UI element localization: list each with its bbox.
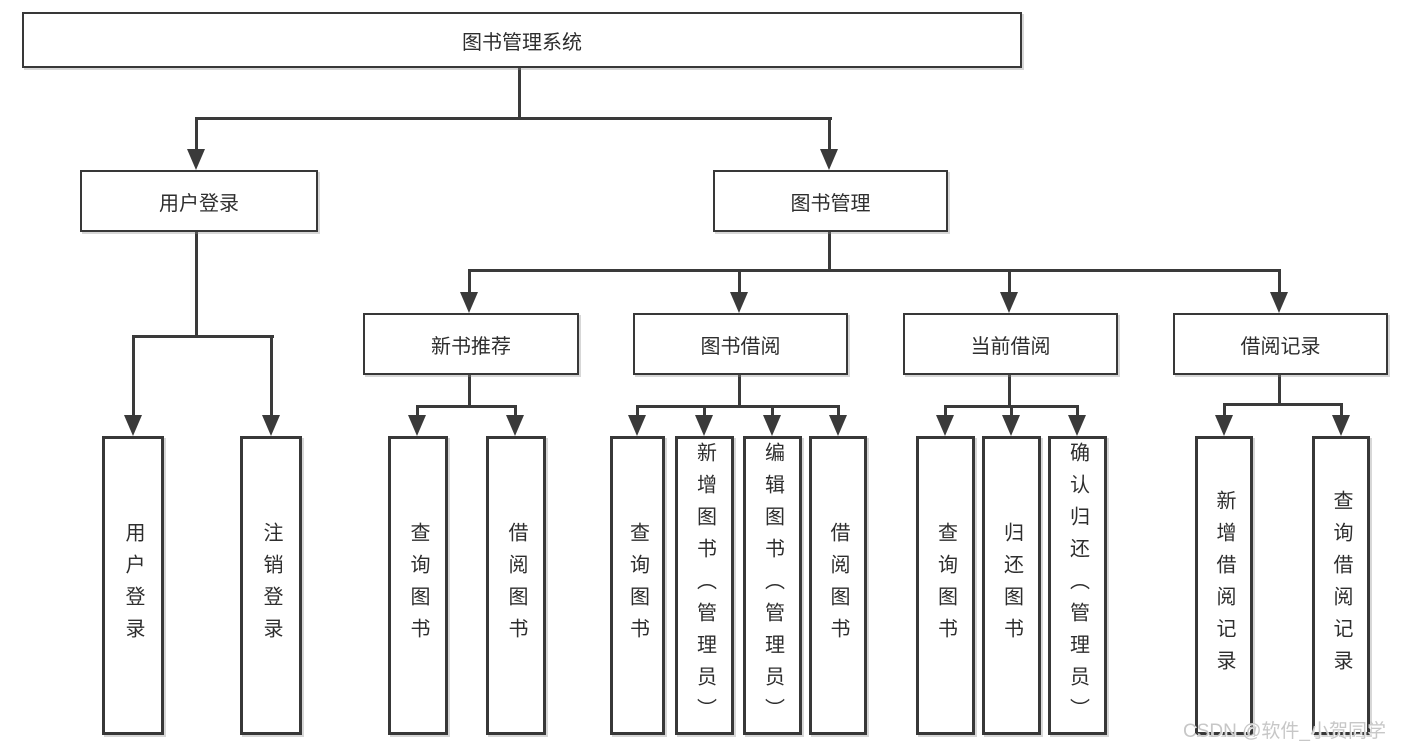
connector-management-stem xyxy=(828,232,831,272)
connector-arrow-stem xyxy=(1010,405,1013,419)
connector-arrow-stem xyxy=(703,405,706,419)
node-label: 借阅图书 xyxy=(505,521,527,650)
node-borrow-books: 借阅图书 xyxy=(486,436,546,735)
arrow-down-icon xyxy=(1000,292,1018,313)
connector-recommend-stem xyxy=(468,373,471,408)
connector-arrow-stem xyxy=(837,405,840,419)
node-query-books: 查询图书 xyxy=(610,436,665,735)
node-user-login: 用户登录 xyxy=(102,436,164,735)
arrow-down-icon xyxy=(1002,415,1020,436)
node-label: 查询图书 xyxy=(626,521,649,650)
connector-arrow-stem xyxy=(1223,403,1226,419)
connector-arrow-stem-borrow xyxy=(738,269,741,296)
node-label: 图书管理系统 xyxy=(462,31,582,54)
arrow-down-icon xyxy=(628,415,646,436)
connector-arrow-stem xyxy=(416,405,419,419)
connector-management-branch xyxy=(468,269,1281,272)
node-book-management-module: 图书管理 xyxy=(713,170,948,232)
connector-arrow-stem-logout xyxy=(270,335,273,419)
arrow-down-icon xyxy=(730,292,748,313)
node-return-books: 归还图书 xyxy=(982,436,1041,735)
arrow-down-icon xyxy=(1215,415,1233,436)
node-add-borrow-record: 新增借阅记录 xyxy=(1195,436,1253,735)
connector-arrow-stem xyxy=(514,405,517,419)
node-label: 归还图书 xyxy=(1000,521,1023,650)
arrow-down-icon xyxy=(124,415,142,436)
node-label: 当前借阅 xyxy=(970,335,1051,358)
arrow-down-icon xyxy=(1270,292,1288,313)
arrow-down-icon xyxy=(262,415,280,436)
connector-arrow-stem-management xyxy=(828,117,831,153)
node-label: 新增图书（管理员） xyxy=(693,441,716,730)
connector-root-stem xyxy=(518,68,521,120)
node-label: 查询图书 xyxy=(407,521,429,650)
arrow-down-icon xyxy=(1068,415,1086,436)
node-label: 新增借阅记录 xyxy=(1213,489,1235,682)
connector-arrow-stem-user-login xyxy=(132,335,135,419)
node-label: 图书管理 xyxy=(790,192,871,215)
connector-arrow-stem xyxy=(771,405,774,419)
node-query-borrow-record: 查询借阅记录 xyxy=(1312,436,1370,735)
arrow-down-icon xyxy=(763,415,781,436)
arrow-down-icon xyxy=(695,415,713,436)
arrow-down-icon xyxy=(1332,415,1350,436)
node-label: 借阅图书 xyxy=(827,521,849,650)
connector-arrow-stem-records xyxy=(1278,269,1281,296)
node-label: 用户登录 xyxy=(122,521,144,650)
node-confirm-return-admin: 确认归还（管理员） xyxy=(1048,436,1107,735)
node-label: 新书推荐 xyxy=(431,335,511,358)
arrow-down-icon xyxy=(408,415,426,436)
node-label: 借阅记录 xyxy=(1240,335,1321,358)
connector-current-stem xyxy=(1008,373,1011,408)
arrow-down-icon xyxy=(820,149,838,170)
node-label: 图书借阅 xyxy=(700,335,781,358)
node-book-borrowing: 图书借阅 xyxy=(633,313,848,375)
arrow-down-icon xyxy=(829,415,847,436)
node-borrowing-records: 借阅记录 xyxy=(1173,313,1388,375)
connector-arrow-stem-login xyxy=(195,117,198,153)
connector-recommend-branch xyxy=(416,405,517,408)
connector-login-branch xyxy=(132,335,274,338)
node-user-login-module: 用户登录 xyxy=(80,170,318,232)
connector-borrow-stem xyxy=(738,373,741,408)
node-query-books: 查询图书 xyxy=(388,436,448,735)
arrow-down-icon xyxy=(460,292,478,313)
node-current-borrowing: 当前借阅 xyxy=(903,313,1118,375)
node-label: 编辑图书（管理员） xyxy=(761,441,784,730)
connector-arrow-stem-recommend xyxy=(468,269,471,296)
connector-records-branch xyxy=(1223,403,1343,406)
node-label: 用户登录 xyxy=(159,192,239,215)
node-label: 查询图书 xyxy=(934,521,957,650)
node-label: 确认归还（管理员） xyxy=(1066,441,1089,730)
connector-arrow-stem-current xyxy=(1008,269,1011,296)
connector-arrow-stem xyxy=(944,405,947,419)
csdn-watermark: CSDN @软件_小贺同学 xyxy=(1183,721,1386,742)
node-new-book-recommend: 新书推荐 xyxy=(363,313,579,375)
node-label: 注销登录 xyxy=(260,521,282,650)
node-add-book-admin: 新增图书（管理员） xyxy=(675,436,734,735)
connector-borrow-branch xyxy=(636,405,839,408)
arrow-down-icon xyxy=(936,415,954,436)
connector-arrow-stem xyxy=(1340,403,1343,419)
connector-level1-branch xyxy=(195,117,832,120)
node-query-books: 查询图书 xyxy=(916,436,975,735)
connector-records-stem xyxy=(1278,373,1281,406)
node-label: 查询借阅记录 xyxy=(1330,489,1352,682)
node-logout: 注销登录 xyxy=(240,436,302,735)
node-edit-book-admin: 编辑图书（管理员） xyxy=(743,436,802,735)
connector-arrow-stem xyxy=(1076,405,1079,419)
node-borrow-books: 借阅图书 xyxy=(809,436,867,735)
arrow-down-icon xyxy=(506,415,524,436)
arrow-down-icon xyxy=(187,149,205,170)
connector-arrow-stem xyxy=(636,405,639,419)
connector-login-stem xyxy=(195,232,198,338)
node-root-system: 图书管理系统 xyxy=(22,12,1022,68)
